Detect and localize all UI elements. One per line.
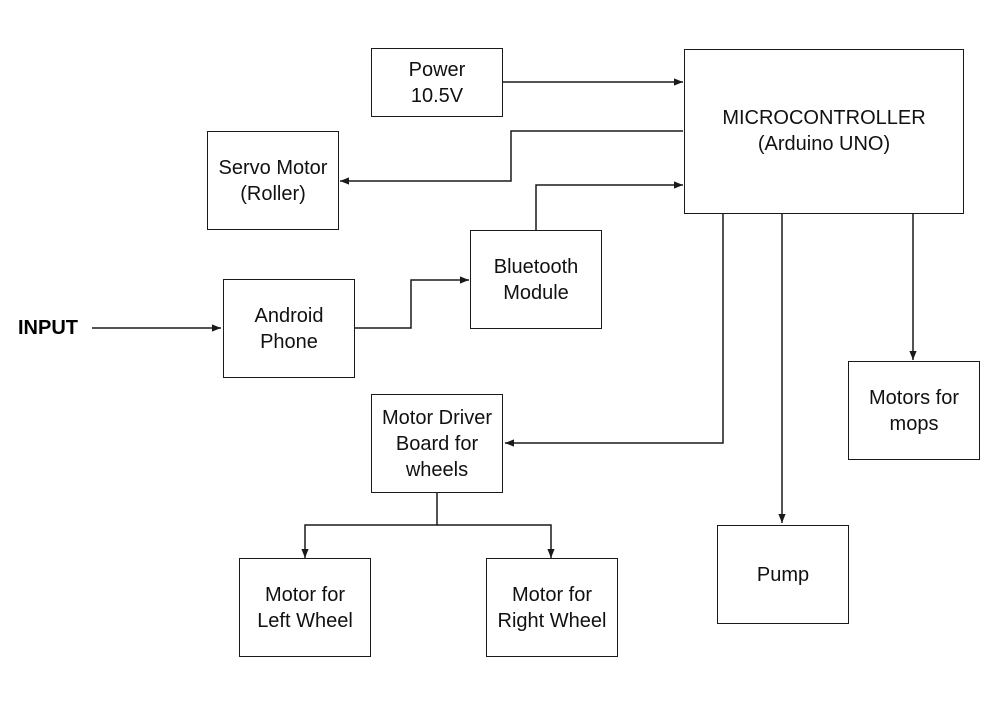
pump-block: Pump [717, 525, 849, 624]
servo-motor-block: Servo Motor (Roller) [207, 131, 339, 230]
arrow-android-to-bluetooth [355, 276, 469, 329]
pump-label: Pump [756, 563, 810, 586]
motor-driver-label-line3: wheels [405, 458, 469, 481]
left-wheel-label-line2: Left Wheel [257, 609, 353, 632]
motor-driver-label-line2: Board for [395, 432, 479, 455]
microcontroller-label-line2: (Arduino UNO) [757, 133, 891, 155]
arrow-driver-to-right-wheel [437, 524, 555, 558]
servo-label-line1: Servo Motor [218, 156, 328, 179]
right-wheel-label-line2: Right Wheel [497, 609, 607, 632]
left-wheel-label-line1: Motor for [264, 583, 345, 606]
motors-for-mops-block: Motors for mops [848, 361, 980, 460]
arrow-microcontroller-to-servo [340, 130, 683, 185]
arrow-bluetooth-to-microcontroller [535, 181, 683, 230]
android-label-line2: Phone [260, 330, 318, 353]
android-label-line1: Android [254, 304, 324, 327]
mops-label-line1: Motors for [868, 386, 960, 409]
input-label: INPUT [18, 317, 78, 339]
bluetooth-label-line1: Bluetooth [493, 255, 579, 278]
microcontroller-block: MICROCONTROLLER (Arduino UNO) [684, 49, 964, 214]
right-wheel-label-line1: Motor for [511, 583, 593, 606]
power-label-line1: Power [408, 58, 466, 81]
arrow-microcontroller-to-motor-driver [505, 214, 724, 447]
microcontroller-label-line1: MICROCONTROLLER [722, 107, 926, 129]
line-motor-driver-split [301, 493, 438, 558]
bluetooth-label-line2: Module [503, 281, 569, 304]
servo-label-line2: (Roller) [240, 182, 306, 205]
mops-label-line2: mops [889, 412, 939, 435]
motor-driver-label-line1: Motor Driver [381, 406, 492, 429]
power-block: Power 10.5V [371, 48, 503, 117]
power-label-line2: 10.5V [410, 84, 464, 107]
